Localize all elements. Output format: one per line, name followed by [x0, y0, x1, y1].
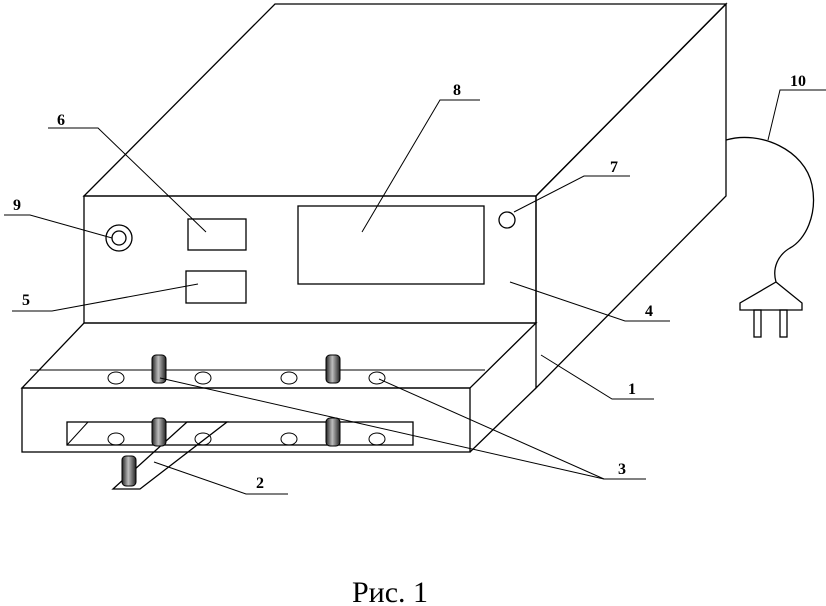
- pin: [151, 417, 167, 447]
- label-9: 9: [13, 197, 21, 214]
- leader-3b: [378, 378, 605, 480]
- indicator-window-5: [185, 270, 247, 304]
- hole: [368, 371, 386, 385]
- pin: [151, 354, 167, 384]
- hole: [194, 432, 212, 446]
- hole: [194, 371, 212, 385]
- cord-wire: [725, 136, 815, 283]
- hole: [368, 432, 386, 446]
- housing-bottom-edge: [469, 387, 537, 453]
- leader-10: [767, 89, 826, 141]
- hole: [280, 432, 298, 446]
- front-panel-face: [83, 195, 537, 324]
- leader-6: [48, 127, 207, 233]
- plug-prong-left: [753, 309, 762, 338]
- pins: [121, 354, 341, 487]
- leader-1: [540, 354, 654, 400]
- power-cord: [725, 136, 815, 338]
- leader-7: [513, 175, 630, 213]
- front-panel: [83, 195, 537, 324]
- leader-lines: [4, 89, 826, 495]
- leader-9: [4, 214, 113, 239]
- pin: [121, 455, 137, 487]
- label-5: 5: [22, 292, 30, 309]
- tray-top-face: [20, 322, 538, 389]
- knob-inner: [111, 230, 127, 246]
- tray-front-face: [21, 387, 471, 453]
- figure-caption: Рис. 1: [352, 576, 428, 606]
- leader-8: [361, 99, 480, 233]
- slot-bevel: [66, 421, 89, 446]
- plug-prong-right: [779, 309, 788, 338]
- label-6: 6: [57, 112, 65, 129]
- leader-3a: [159, 377, 605, 480]
- indicator-lamp: [498, 211, 516, 229]
- display-window: [297, 205, 485, 285]
- indicator-window-6: [187, 218, 247, 251]
- label-1: 1: [628, 381, 636, 398]
- label-8: 8: [453, 82, 461, 99]
- pin: [325, 354, 341, 384]
- housing-top-face: [82, 3, 728, 197]
- label-4: 4: [645, 303, 653, 320]
- hole: [107, 432, 125, 446]
- leader-2: [153, 461, 288, 495]
- hole: [107, 371, 125, 385]
- rail-holes: [107, 371, 386, 446]
- leader-4: [509, 281, 670, 322]
- plug-body: [739, 281, 803, 311]
- hole: [280, 371, 298, 385]
- label-3: 3: [618, 461, 626, 478]
- labels: 10 8 6 7 9 5 4 1 3 2: [13, 73, 806, 492]
- label-2: 2: [256, 475, 264, 492]
- label-7: 7: [610, 159, 618, 176]
- pin: [325, 417, 341, 447]
- tray-slot: [66, 421, 414, 446]
- base-tray: [20, 322, 538, 453]
- leader-5: [12, 283, 199, 312]
- knob-outer: [105, 224, 133, 252]
- housing-right-face: [535, 2, 727, 390]
- label-10: 10: [790, 73, 806, 90]
